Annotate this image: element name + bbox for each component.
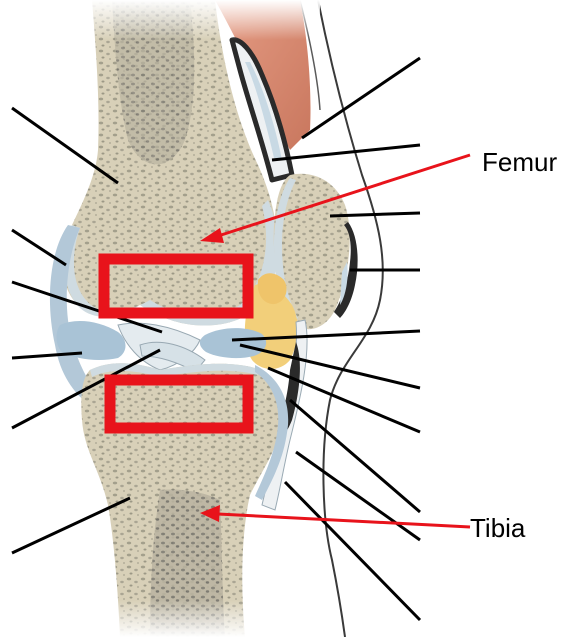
leader-line-right-2: [272, 145, 420, 160]
meniscus-right: [200, 328, 266, 358]
femur-label: Femur: [482, 147, 557, 177]
top-fade: [80, 0, 320, 40]
tibia-label: Tibia: [470, 513, 526, 543]
bottom-fade: [100, 600, 270, 637]
leader-line-right-10: [285, 482, 420, 620]
